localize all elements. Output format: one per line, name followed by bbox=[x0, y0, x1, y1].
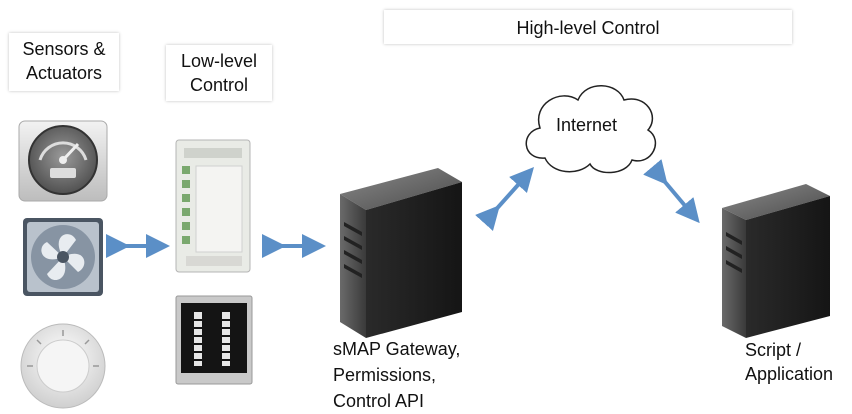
gateway-label: sMAP Gateway, Permissions, Control API bbox=[333, 336, 460, 414]
cloud-icon bbox=[525, 85, 657, 174]
gateway-line: Permissions, bbox=[333, 365, 437, 385]
gateway-line: Control API bbox=[333, 391, 425, 411]
thermostat-icon bbox=[20, 323, 106, 409]
header-low-level-control: Low-level Control bbox=[166, 45, 272, 101]
gauge-icon bbox=[18, 120, 108, 202]
header-line: Actuators bbox=[25, 63, 103, 83]
arrow-internet-script bbox=[643, 159, 700, 224]
script-label: Script / Application bbox=[745, 338, 833, 386]
server-icon bbox=[722, 184, 830, 338]
script-line: Application bbox=[745, 364, 834, 384]
gateway-line: sMAP Gateway, bbox=[333, 339, 461, 359]
server-icon bbox=[340, 168, 462, 338]
internet-label: Internet bbox=[556, 115, 618, 135]
arrows bbox=[106, 159, 700, 258]
header-line: Low-level bbox=[180, 51, 258, 71]
header-high-level-control: High-level Control bbox=[384, 10, 792, 44]
control-panel-icon bbox=[175, 295, 253, 385]
header-line: Control bbox=[189, 75, 249, 95]
header-sensors-actuators: Sensors & Actuators bbox=[9, 33, 119, 91]
arrow-gateway-internet bbox=[475, 167, 535, 231]
header-line: Sensors & bbox=[22, 39, 106, 59]
fan-icon bbox=[23, 218, 103, 296]
controller-module-icon bbox=[175, 139, 251, 273]
script-line: Script / bbox=[745, 340, 802, 360]
